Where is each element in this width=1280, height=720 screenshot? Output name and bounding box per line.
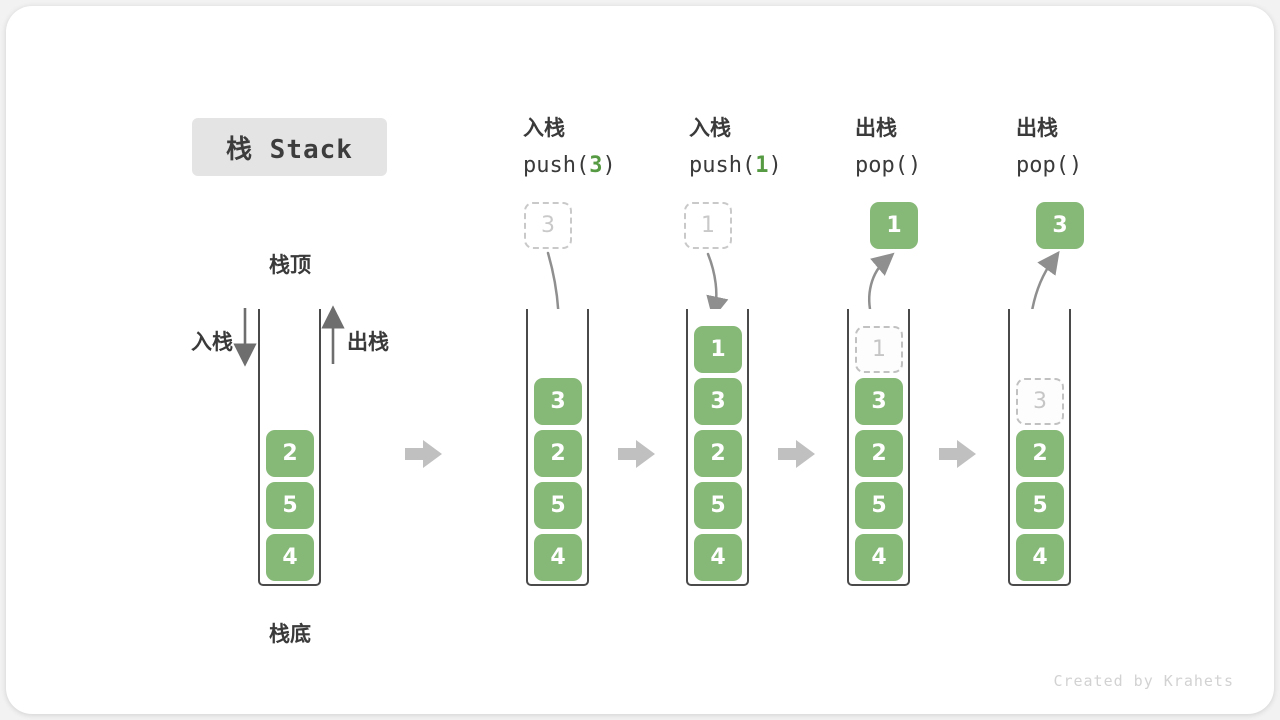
step-op-code: pop(): [1016, 153, 1083, 178]
step-operation-label: 出栈 pop(): [1016, 110, 1082, 184]
step-op-name: 入栈: [523, 116, 565, 140]
stack-bottom-label: 栈底: [269, 622, 311, 646]
step-op-name: 出栈: [1016, 116, 1058, 140]
pushed-value-box: 1: [684, 202, 732, 249]
stack-cell-ghost: 1: [855, 326, 903, 373]
stack-cell: 2: [266, 430, 314, 477]
pop-up-arrow-icon: [321, 305, 345, 364]
stack-cell: 5: [694, 482, 742, 529]
stack-cell: 3: [534, 378, 582, 425]
stack-cell-ghost: 3: [1016, 378, 1064, 425]
stack-cell: 4: [855, 534, 903, 581]
stack-frame-step1: 3 2 5 4: [526, 309, 589, 586]
stack-cell: 4: [534, 534, 582, 581]
stack-cell: 5: [534, 482, 582, 529]
popped-value-box: 3: [1036, 202, 1084, 249]
stack-frame-step4: 3 2 5 4: [1008, 309, 1071, 586]
step-operation-label: 入栈 push(3): [523, 110, 616, 184]
diagram-title: 栈 Stack: [192, 118, 387, 176]
stack-cell: 2: [694, 430, 742, 477]
step-operation-label: 出栈 pop(): [855, 110, 921, 184]
stack-cell: 1: [694, 326, 742, 373]
stack-cell: 5: [1016, 482, 1064, 529]
push-down-arrow-icon: [233, 308, 257, 367]
stack-cell: 4: [266, 534, 314, 581]
step-op-name: 出栈: [855, 116, 897, 140]
step-op-code: push(1): [689, 153, 782, 178]
next-step-arrow-icon: [618, 440, 655, 468]
next-step-arrow-icon: [778, 440, 815, 468]
push-direction-label: 入栈: [191, 330, 233, 354]
step-op-name: 入栈: [689, 116, 731, 140]
step-op-code: pop(): [855, 153, 922, 178]
pop-direction-label: 出栈: [347, 330, 389, 354]
popped-value-box: 1: [870, 202, 918, 249]
stack-frame-step3: 1 3 2 5 4: [847, 309, 910, 586]
stack-cell: 5: [266, 482, 314, 529]
stack-cell: 2: [1016, 430, 1064, 477]
stack-cell: 3: [694, 378, 742, 425]
step-operation-label: 入栈 push(1): [689, 110, 782, 184]
stack-cell: 2: [534, 430, 582, 477]
step-op-code: push(3): [523, 153, 616, 178]
stack-cell: 3: [855, 378, 903, 425]
next-step-arrow-icon: [405, 440, 442, 468]
stack-frame-initial: 2 5 4: [258, 309, 321, 586]
stack-frame-step2: 1 3 2 5 4: [686, 309, 749, 586]
pushed-value-box: 3: [524, 202, 572, 249]
footer-credit: Created by Krahets: [1053, 672, 1234, 690]
stack-cell: 4: [1016, 534, 1064, 581]
next-step-arrow-icon: [939, 440, 976, 468]
stack-cell: 4: [694, 534, 742, 581]
stack-cell: 2: [855, 430, 903, 477]
stack-cell: 5: [855, 482, 903, 529]
push-flow-arrow-icon: [706, 252, 729, 320]
stack-top-label: 栈顶: [269, 253, 311, 277]
diagram-card: 栈 Stack 栈顶 入栈 出栈 栈底 2 5 4 入栈 push(3) 3: [6, 6, 1274, 714]
